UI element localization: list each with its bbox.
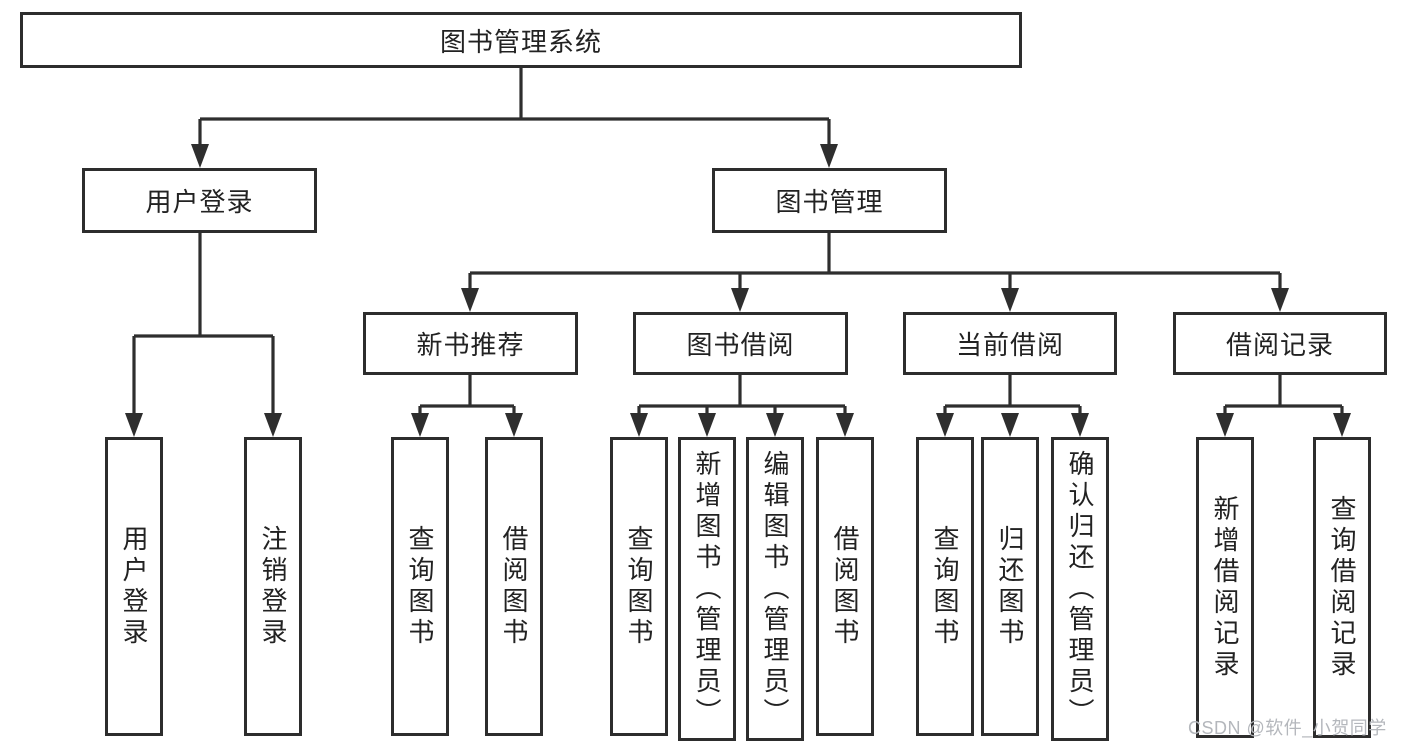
node-book-management-label: 图书管理 [775, 187, 884, 217]
leaf-add-borrow-record-label: 新增借阅记录 [1210, 494, 1240, 681]
arrowhead-icon [1333, 413, 1351, 437]
node-user-login: 用户登录 [82, 168, 317, 233]
node-book-management: 图书管理 [712, 168, 947, 233]
node-book-borrowing-label: 图书借阅 [686, 330, 795, 360]
arrowhead-icon [461, 288, 479, 312]
node-borrow-records: 借阅记录 [1173, 312, 1387, 375]
leaf-query-book-borrowing-label: 查询图书 [624, 524, 654, 649]
leaf-query-book-current: 查询图书 [916, 437, 974, 736]
node-borrow-records-label: 借阅记录 [1225, 330, 1334, 360]
leaf-logout-login-label: 注销登录 [258, 524, 288, 649]
arrowhead-icon [698, 413, 716, 437]
arrowhead-icon [836, 413, 854, 437]
leaf-return-book-label: 归还图书 [995, 524, 1025, 649]
leaf-return-book: 归还图书 [981, 437, 1039, 736]
leaf-confirm-return-admin: 确认归还（管理员） [1051, 437, 1109, 741]
arrowhead-icon [125, 413, 143, 437]
leaf-borrow-book-recommend: 借阅图书 [485, 437, 543, 736]
leaf-logout-login: 注销登录 [244, 437, 302, 736]
node-user-login-label: 用户登录 [145, 187, 254, 217]
leaf-query-borrow-record-label: 查询借阅记录 [1327, 494, 1357, 681]
arrowhead-icon [630, 413, 648, 437]
leaf-add-borrow-record: 新增借阅记录 [1196, 437, 1254, 738]
arrowhead-icon [766, 413, 784, 437]
leaf-query-book-borrowing: 查询图书 [610, 437, 668, 736]
leaf-query-book-current-label: 查询图书 [930, 524, 960, 649]
leaf-confirm-return-admin-label: 确认归还（管理员） [1065, 449, 1095, 729]
node-current-borrowing-label: 当前借阅 [955, 330, 1064, 360]
arrowhead-icon [1071, 413, 1089, 437]
node-library-system-label: 图书管理系统 [439, 26, 602, 57]
node-current-borrowing: 当前借阅 [903, 312, 1117, 375]
arrowheads [125, 144, 1351, 437]
leaf-borrow-book-borrowing: 借阅图书 [816, 437, 874, 736]
arrowhead-icon [1271, 288, 1289, 312]
leaf-edit-book-admin-label: 编辑图书（管理员） [760, 449, 790, 729]
leaf-add-book-admin: 新增图书（管理员） [678, 437, 736, 741]
arrowhead-icon [411, 413, 429, 437]
leaf-borrow-book-recommend-label: 借阅图书 [499, 524, 529, 649]
arrowhead-icon [191, 144, 209, 168]
node-new-book-recommend-label: 新书推荐 [416, 330, 525, 360]
leaf-user-login: 用户登录 [105, 437, 163, 736]
leaf-add-book-admin-label: 新增图书（管理员） [692, 449, 722, 729]
leaf-borrow-book-borrowing-label: 借阅图书 [830, 524, 860, 649]
leaf-query-book-recommend-label: 查询图书 [405, 524, 435, 649]
node-library-system: 图书管理系统 [20, 12, 1022, 68]
node-new-book-recommend: 新书推荐 [363, 312, 578, 375]
arrowhead-icon [936, 413, 954, 437]
arrowhead-icon [1001, 413, 1019, 437]
leaf-query-book-recommend: 查询图书 [391, 437, 449, 736]
leaf-edit-book-admin: 编辑图书（管理员） [746, 437, 804, 741]
leaf-user-login-label: 用户登录 [119, 524, 149, 649]
arrowhead-icon [505, 413, 523, 437]
arrowhead-icon [820, 144, 838, 168]
node-book-borrowing: 图书借阅 [633, 312, 848, 375]
arrowhead-icon [731, 288, 749, 312]
connector-lines [132, 68, 1344, 415]
csdn-watermark: CSDN @软件_小贺同学 [1188, 718, 1387, 738]
arrowhead-icon [1216, 413, 1234, 437]
leaf-query-borrow-record: 查询借阅记录 [1313, 437, 1371, 738]
arrowhead-icon [1001, 288, 1019, 312]
arrowhead-icon [264, 413, 282, 437]
